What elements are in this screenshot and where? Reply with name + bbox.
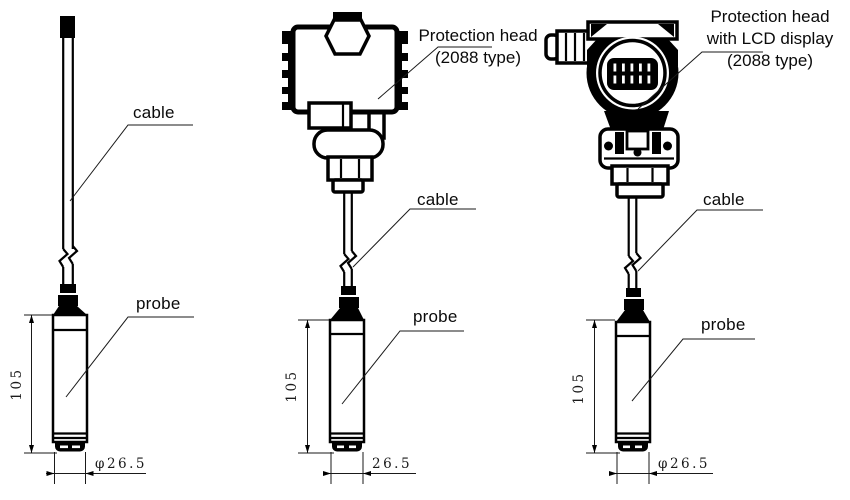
head-label-fig2: Protection head (2088 type) — [403, 25, 553, 69]
head-label-line3: (2088 type) — [727, 51, 813, 70]
figure-protection-head-lcd: 105 φ26.5 — [544, 20, 763, 484]
probe-assembly — [51, 284, 89, 452]
sensor-cylinder — [312, 128, 385, 160]
diameter-dimension: φ26.5 — [46, 452, 147, 484]
protection-head-lcd — [544, 20, 680, 199]
dim-length-text: 105 — [284, 369, 300, 402]
neck-collar — [604, 111, 669, 130]
cable-leader-line — [69, 124, 193, 202]
probe-body — [51, 313, 89, 444]
diameter-dimension: 26.5 — [323, 452, 416, 484]
length-dimension: 105 — [571, 319, 620, 454]
cable-tip — [60, 16, 75, 38]
diameter-dimension: φ26.5 — [609, 452, 713, 484]
hex-adapter — [326, 155, 374, 182]
cable-label-fig1: cable — [133, 103, 175, 122]
cable-label-fig3: cable — [703, 190, 745, 209]
cable-label-fig2: cable — [417, 190, 459, 209]
cable-break-symbol — [58, 248, 70, 268]
cable-gland-fitting — [341, 286, 356, 295]
probe-bottom-cap — [618, 442, 648, 452]
figure-cable-type: 105 φ26.5 — [9, 16, 194, 484]
head-label-line2: (2088 type) — [435, 48, 521, 67]
fitting-hole-left — [604, 141, 613, 151]
dim-length-text: 105 — [9, 367, 25, 400]
probe-leader-line — [341, 330, 464, 405]
cable-lines — [339, 192, 358, 288]
cable-gland-fitting — [626, 288, 641, 297]
head-leader-line — [637, 51, 763, 110]
cable-entry-plate — [331, 178, 365, 194]
cable-gland-fitting — [60, 284, 76, 293]
cable-leader-line — [637, 209, 763, 272]
head-label-line1: Protection head — [418, 26, 538, 45]
probe-label-fig3: probe — [701, 315, 746, 334]
cable-lines — [623, 197, 643, 290]
top-hex-plug — [324, 18, 371, 56]
probe-cap — [53, 306, 87, 315]
lcd-window — [607, 58, 658, 90]
probe-leader-line — [631, 338, 755, 402]
probe-body — [328, 318, 366, 444]
dim-diameter-text: φ26.5 — [95, 456, 147, 472]
dim-diameter-text: 26.5 — [372, 456, 412, 472]
hex-nut — [610, 164, 670, 186]
probe-body — [614, 320, 652, 444]
head-label-fig3: Protection head with LCD display (2088 t… — [695, 6, 845, 72]
cable-lines — [58, 38, 79, 286]
cable-entry-plate — [615, 182, 665, 199]
cable-leader-line — [352, 208, 476, 268]
probe-cap — [330, 308, 364, 320]
probe-assembly — [328, 286, 366, 452]
probe-label-fig2: probe — [413, 307, 458, 326]
probe-assembly — [614, 288, 652, 452]
cable-break-symbol — [623, 255, 635, 275]
fitting-hole-right — [663, 141, 672, 151]
head-leader-line — [377, 46, 492, 100]
lcd-segments — [613, 63, 651, 84]
head-label-line2: with LCD display — [706, 29, 834, 48]
probe-label-fig1: probe — [136, 294, 181, 313]
length-dimension: 105 — [284, 319, 334, 454]
dim-length-text: 105 — [571, 371, 587, 404]
probe-bottom-cap — [55, 442, 85, 452]
dim-diameter-text: φ26.5 — [658, 456, 710, 472]
length-dimension: 105 — [9, 314, 57, 454]
probe-leader-line — [65, 316, 194, 398]
protection-head-2088 — [282, 12, 408, 194]
probe-bottom-cap — [332, 442, 362, 452]
cable-break-symbol — [339, 253, 351, 273]
top-plug-cap — [333, 12, 362, 22]
head-label-line1: Protection head — [710, 7, 830, 26]
figure-protection-head: 105 26.5 — [282, 12, 492, 484]
probe-cap — [616, 310, 650, 322]
conduit-bracket — [307, 101, 353, 130]
